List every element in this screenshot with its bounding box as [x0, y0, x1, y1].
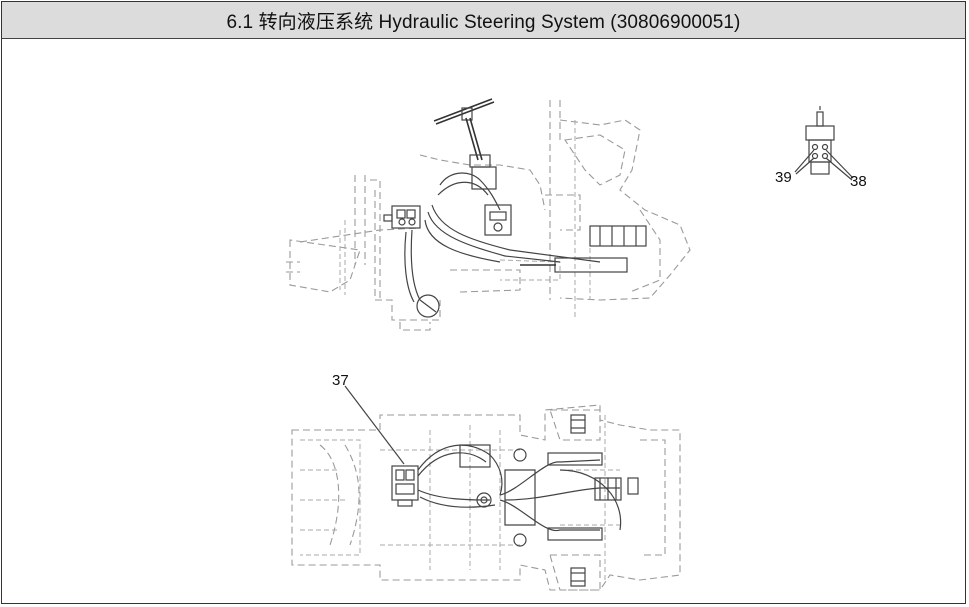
side-view-diagram	[286, 98, 691, 331]
title-bar: 6.1 转向液压系统 Hydraulic Steering System (30…	[2, 2, 965, 39]
page-title: 6.1 转向液压系统 Hydraulic Steering System (30…	[226, 11, 741, 33]
callout-38: 38	[850, 173, 867, 190]
detail-view-diagram	[794, 106, 854, 181]
callout-39: 39	[775, 169, 792, 186]
callout-37: 37	[332, 372, 349, 389]
callout-37-leader	[344, 385, 405, 465]
top-view-diagram	[291, 404, 681, 591]
